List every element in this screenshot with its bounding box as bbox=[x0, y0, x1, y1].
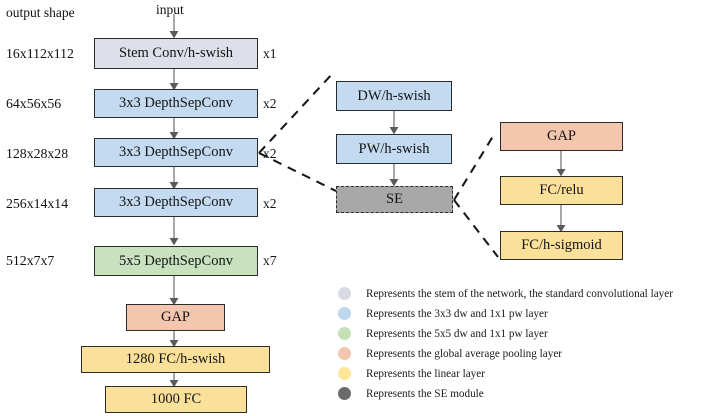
block-dw-hswish[interactable]: DW/h-swish bbox=[336, 81, 452, 111]
legend-text-3: Represents the global average pooling la… bbox=[366, 348, 563, 360]
legend-text-5: Represents the SE module bbox=[366, 388, 484, 400]
legend-swatch-0 bbox=[338, 287, 351, 300]
repeat-0: x1 bbox=[263, 46, 277, 61]
block-stem-conv[interactable]: Stem Conv/h-swish bbox=[94, 38, 258, 69]
block-depthsepconv-2[interactable]: 3x3 DepthSepConv bbox=[94, 138, 258, 167]
output-shape-4: 512x7x7 bbox=[6, 253, 55, 268]
legend-swatch-2 bbox=[338, 327, 351, 340]
legend-text-0: Represents the stem of the network, the … bbox=[366, 288, 673, 300]
block-gap-main[interactable]: GAP bbox=[126, 304, 225, 331]
output-shape-2: 128x28x28 bbox=[6, 146, 69, 161]
legend-swatch-4 bbox=[338, 367, 351, 380]
output-shape-3: 256x14x14 bbox=[6, 196, 69, 211]
block-pw-hswish[interactable]: PW/h-swish bbox=[336, 134, 452, 164]
legend-swatch-3 bbox=[338, 347, 351, 360]
block-gap-se[interactable]: GAP bbox=[500, 122, 623, 151]
block-se[interactable]: SE bbox=[336, 186, 453, 213]
repeat-3: x2 bbox=[263, 196, 277, 211]
repeat-4: x7 bbox=[263, 253, 277, 268]
legend-text-2: Represents the 5x5 dw and 1x1 pw layer bbox=[366, 328, 548, 340]
repeat-1: x2 bbox=[263, 96, 277, 111]
output-shape-0: 16x112x112 bbox=[6, 46, 74, 61]
repeat-2: x2 bbox=[263, 146, 277, 161]
legend-swatch-1 bbox=[338, 307, 351, 320]
output-shape-header: output shape bbox=[6, 5, 75, 20]
legend-text-1: Represents the 3x3 dw and 1x1 pw layer bbox=[366, 308, 548, 320]
output-shape-1: 64x56x56 bbox=[6, 96, 62, 111]
block-depthsepconv-5x5[interactable]: 5x5 DepthSepConv bbox=[94, 246, 258, 276]
legend-text-4: Represents the linear layer bbox=[366, 368, 485, 380]
input-label: input bbox=[156, 2, 184, 17]
block-fc-relu[interactable]: FC/relu bbox=[500, 176, 623, 205]
legend-swatch-5 bbox=[338, 387, 351, 400]
block-fc-hsigmoid[interactable]: FC/h-sigmoid bbox=[500, 231, 623, 260]
block-depthsepconv-3[interactable]: 3x3 DepthSepConv bbox=[94, 188, 258, 217]
block-fc-1280[interactable]: 1280 FC/h-swish bbox=[81, 346, 270, 373]
block-depthsepconv-1[interactable]: 3x3 DepthSepConv bbox=[94, 89, 258, 118]
block-fc-1000[interactable]: 1000 FC bbox=[105, 386, 247, 413]
